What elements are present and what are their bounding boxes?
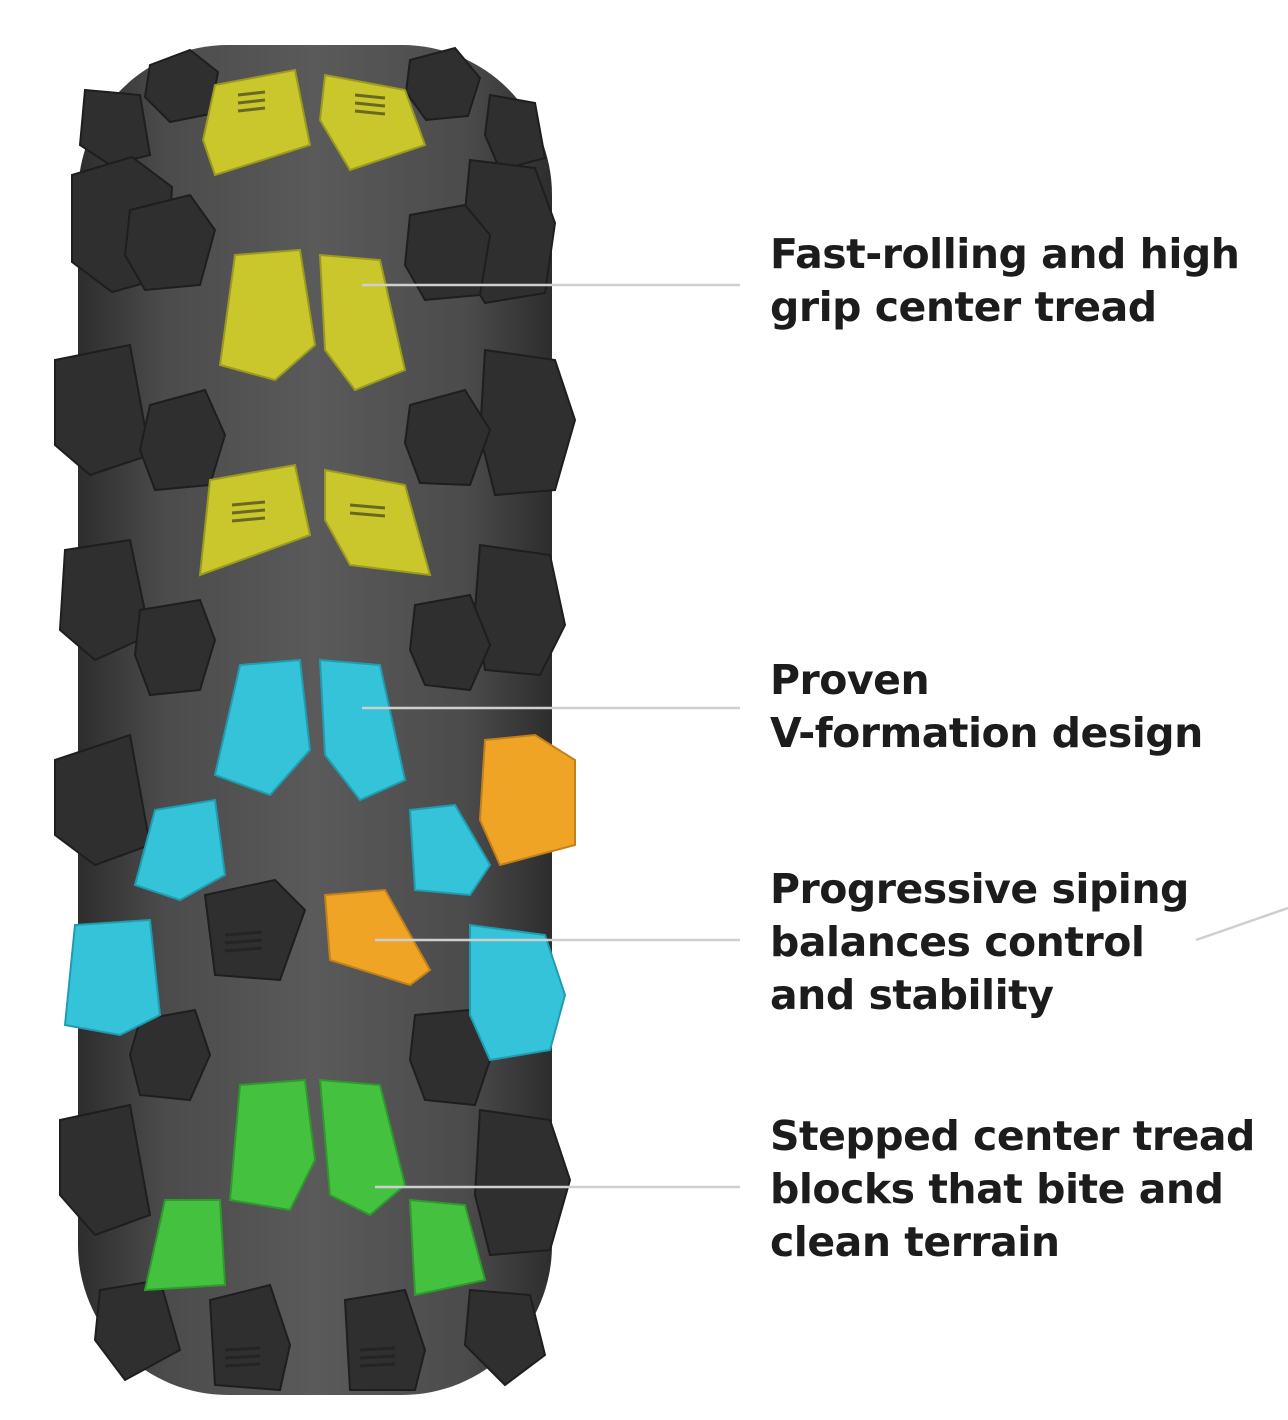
callout-siping: Progressive siping balances control and … [770,863,1189,1022]
leader-line-partial [1195,906,1288,942]
shoulder-knobs [54,46,577,1392]
callout-siping-line-1: Progressive siping [770,865,1189,913]
callout-stepped-blocks-line-1: Stepped center tread [770,1112,1255,1160]
siping-knobs [323,733,576,987]
callout-v-formation-line-1: Proven [770,656,930,704]
sipe-marks [224,90,396,1368]
leader-lines [362,283,1288,1189]
callout-siping-line-3: and stability [770,971,1054,1019]
callout-center-tread-line-2: grip center tread [770,283,1157,331]
callout-v-formation: Proven V-formation design [770,654,1203,760]
center-tread-knobs [198,68,432,577]
callout-v-formation-line-2: V-formation design [770,709,1203,757]
v-formation-knobs [63,658,567,1062]
callout-stepped-blocks-line-3: clean terrain [770,1218,1060,1266]
callout-stepped-blocks-line-2: blocks that bite and [770,1165,1224,1213]
callout-center-tread: Fast-rolling and high grip center tread [770,228,1240,334]
callout-center-tread-line-1: Fast-rolling and high [770,230,1240,278]
callout-siping-line-2: balances control [770,918,1145,966]
callout-stepped-blocks: Stepped center tread blocks that bite an… [770,1110,1255,1269]
stepped-block-knobs [143,1078,487,1297]
